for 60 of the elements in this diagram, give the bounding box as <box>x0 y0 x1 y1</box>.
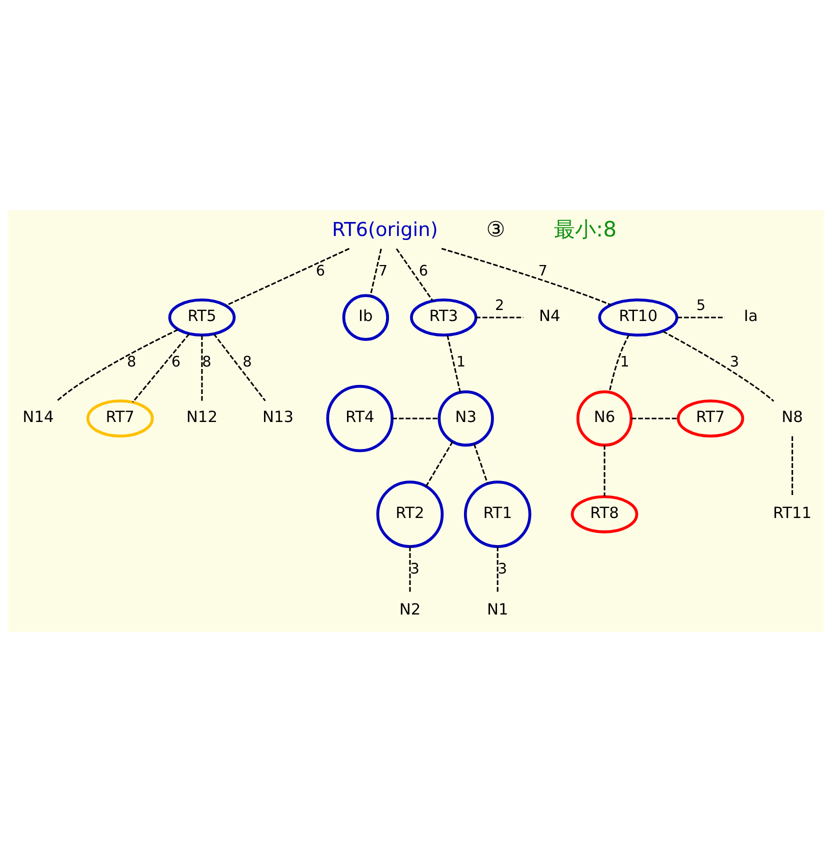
node-text: N14 <box>22 408 54 426</box>
edge-label: 2 <box>495 298 504 314</box>
connector <box>631 418 678 420</box>
connector <box>392 418 440 420</box>
edge-label: 8 <box>202 354 212 370</box>
edge-label: 6 <box>171 354 181 370</box>
connector <box>213 333 266 402</box>
label: ③ <box>486 216 506 242</box>
connector <box>425 441 454 487</box>
connector <box>473 444 488 484</box>
node-circle: RT2 <box>376 480 444 548</box>
connector <box>370 248 382 296</box>
connector <box>792 436 794 497</box>
edge-label: 7 <box>538 263 548 280</box>
edge-label: 3 <box>498 561 508 578</box>
node-text: N8 <box>782 408 803 426</box>
connector <box>441 248 612 306</box>
edge-label: 5 <box>696 298 706 314</box>
node-ellipse: RT3 <box>410 298 478 337</box>
node-circle: Ib <box>342 294 390 341</box>
edge-label: 7 <box>378 263 388 280</box>
node-circle: N6 <box>576 390 633 447</box>
edge-label: 6 <box>316 263 326 280</box>
connector <box>409 546 411 594</box>
edge-label: 3 <box>730 354 740 370</box>
node-text: RT11 <box>773 504 812 522</box>
node-text: N13 <box>262 408 294 426</box>
node-text: N2 <box>399 600 421 618</box>
node-text: Ia <box>744 307 758 326</box>
edge-label: 8 <box>127 354 136 370</box>
connector <box>226 248 350 306</box>
edge-label: 8 <box>242 354 252 370</box>
node-circle: RT4 <box>326 384 394 452</box>
node-ellipse: RT7 <box>676 399 744 438</box>
connector <box>604 445 606 496</box>
node-circle: N3 <box>438 390 494 447</box>
edge-label: 1 <box>456 354 466 370</box>
connector <box>56 328 178 402</box>
node-text: N12 <box>186 408 218 426</box>
node-ellipse: RT10 <box>598 298 678 337</box>
node-ellipse: RT7 <box>86 399 154 438</box>
connector <box>201 335 203 401</box>
connector <box>132 333 190 403</box>
edge-label: 6 <box>418 263 428 280</box>
label: 最小:8 <box>554 216 617 242</box>
connector <box>476 316 524 318</box>
edge-label: 3 <box>410 561 420 578</box>
node-text: RT6(origin) <box>332 218 438 241</box>
node-text: N4 <box>538 307 560 326</box>
connector <box>396 248 434 302</box>
connector <box>608 334 630 392</box>
connector <box>446 335 461 393</box>
node-ellipse: RT5 <box>168 298 236 337</box>
edge-label: 1 <box>620 354 630 370</box>
connector <box>677 316 725 318</box>
node-circle: RT1 <box>464 480 532 548</box>
node-ellipse: RT8 <box>570 495 638 534</box>
connector <box>662 330 774 402</box>
node-text: N1 <box>486 600 508 618</box>
connector <box>496 546 498 594</box>
